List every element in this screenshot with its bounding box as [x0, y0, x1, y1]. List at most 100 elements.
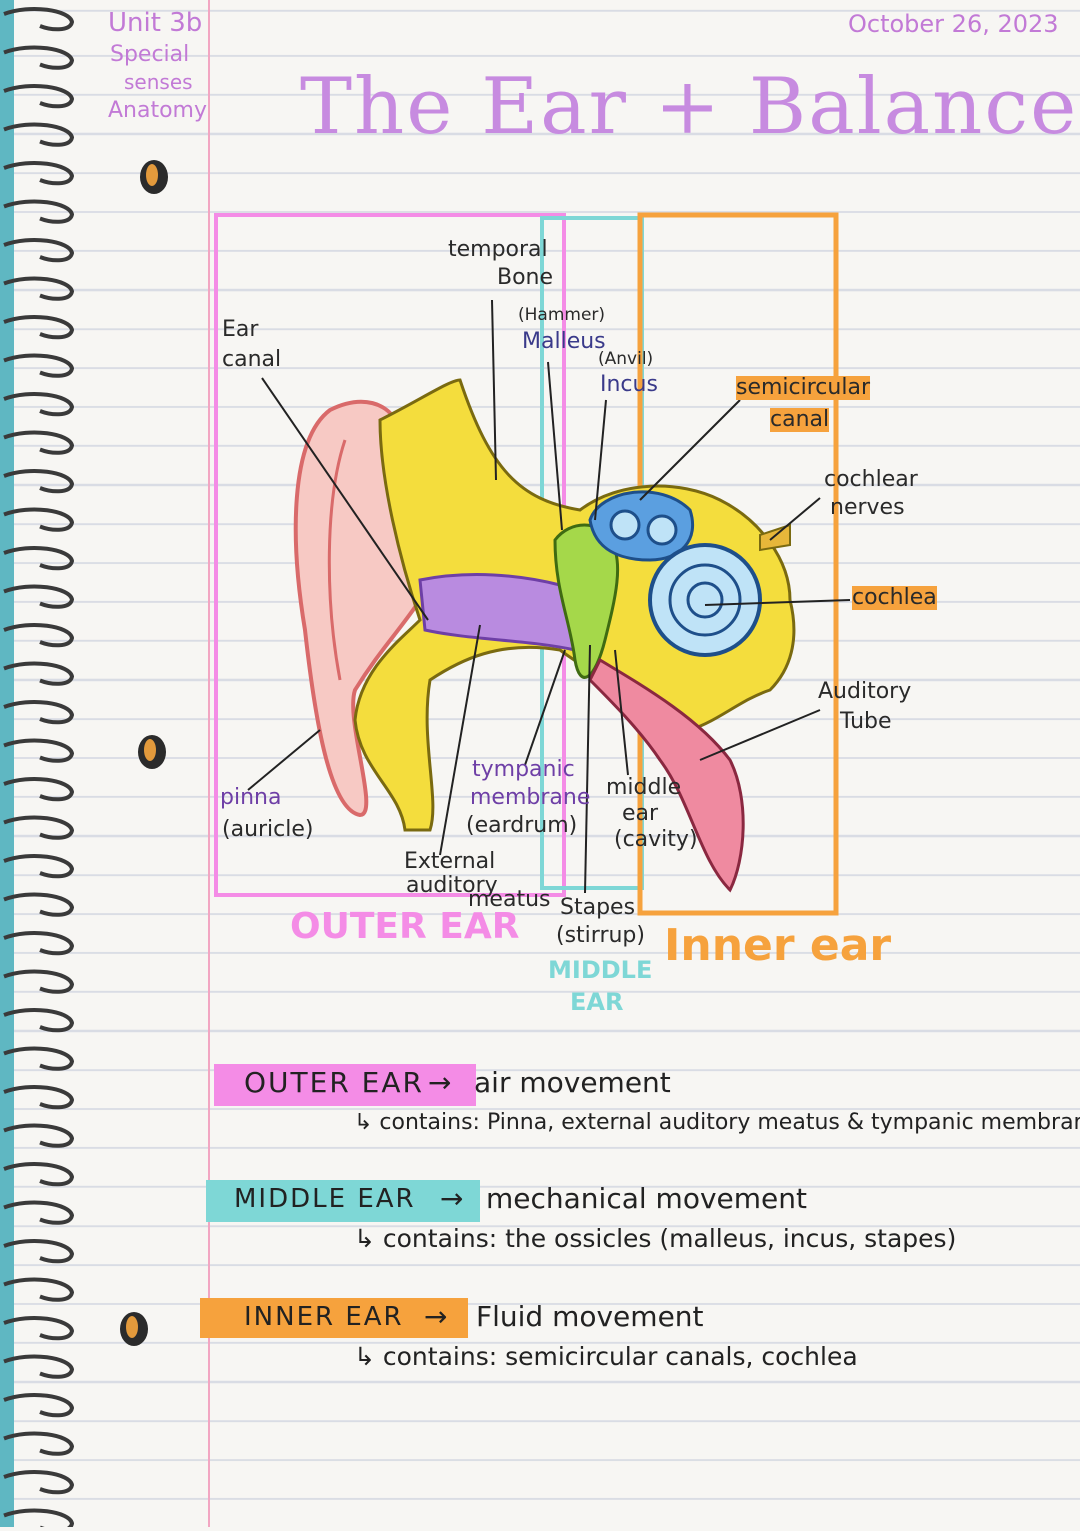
auditory-tube-label-2: Tube: [840, 709, 892, 734]
spiral-coil: [3, 314, 75, 340]
inner-heading: INNER EAR: [244, 1302, 404, 1332]
spiral-coil: [3, 622, 75, 648]
unit-label: Unit 3b: [108, 8, 203, 38]
spiral-coil: [3, 853, 75, 879]
malleus-label: Malleus: [522, 329, 606, 354]
spiral-coil: [3, 1315, 75, 1341]
cochlear-nerves-label-1: cochlear: [824, 467, 918, 492]
spiral-coil: [3, 1161, 75, 1187]
punch-hole: [140, 160, 168, 194]
middle-cavity-label-3: (cavity): [614, 827, 698, 852]
spiral-coil: [3, 776, 75, 802]
punch-hole: [120, 1312, 148, 1346]
spiral-coil: [3, 1084, 75, 1110]
spiral-coil: [3, 83, 75, 109]
incus-label: Incus: [600, 372, 658, 397]
inner-desc: Fluid movement: [476, 1300, 704, 1333]
ear-diagram: [214, 212, 851, 916]
inner-highlight: [200, 1298, 468, 1338]
tympanic-label-1: tympanic: [472, 757, 575, 782]
spiral-binding: [0, 0, 80, 1531]
spiral-coil: [3, 892, 75, 917]
spiral-coil: [3, 199, 75, 224]
spiral-coil: [3, 699, 75, 725]
middle-cavity-label-1: middle: [606, 775, 682, 800]
spiral-coil: [3, 1277, 75, 1302]
spiral-coil: [3, 738, 75, 763]
spiral-coil: [3, 1392, 75, 1418]
pinna-label-2: (auricle): [222, 817, 314, 842]
outer-heading: OUTER EAR: [244, 1066, 424, 1099]
spiral-coil: [3, 1200, 75, 1225]
ear-canal-label-1: Ear: [222, 317, 259, 342]
spiral-coil: [3, 584, 75, 609]
spiral-coil: [3, 1431, 75, 1456]
temporal-bone-label-1: temporal: [448, 237, 548, 262]
outer-contains: ↳ contains: Pinna, external auditory mea…: [354, 1110, 1080, 1135]
tympanic-label-2: membrane: [470, 785, 591, 810]
ear-canal-label-2: canal: [222, 347, 282, 372]
spiral-coil: [3, 353, 75, 378]
external-label-3: meatus: [468, 887, 551, 912]
spiral-coil: [3, 237, 75, 263]
temporal-bone-label-2: Bone: [497, 265, 554, 290]
spiral-coil: [3, 507, 75, 532]
spiral-coil: [3, 6, 75, 32]
spiral-coil: [3, 1123, 75, 1148]
middle-desc: mechanical movement: [486, 1182, 807, 1215]
cochlea-shape: [648, 543, 762, 657]
spiral-coil: [3, 45, 75, 70]
spiral-coil: [3, 1238, 75, 1264]
cochlea-label: cochlea: [852, 585, 937, 610]
outer-desc: air movement: [474, 1066, 671, 1099]
topic-line-2: senses: [124, 70, 193, 94]
auditory-tube-label-1: Auditory: [818, 679, 912, 704]
middle-heading: MIDDLE EAR: [234, 1184, 416, 1214]
topic-line-1: Special: [110, 42, 190, 67]
spiral-coil: [3, 430, 75, 455]
inner-contains: ↳ contains: semicircular canals, cochlea: [354, 1342, 858, 1371]
spiral-coil: [3, 122, 75, 147]
spiral-coil: [3, 969, 75, 994]
external-label-2: auditory: [406, 873, 498, 898]
semicircular-shape: [588, 490, 695, 562]
topic-line-3: Anatomy: [108, 98, 208, 123]
spiral-coil: [3, 1508, 75, 1531]
inner-arrow: →: [424, 1300, 448, 1333]
spiral-coil: [3, 661, 75, 686]
stapes-label-2: (stirrup): [556, 923, 645, 948]
spiral-coil: [3, 1354, 75, 1379]
punch-hole: [138, 735, 166, 769]
hammer-label: (Hammer): [518, 305, 606, 325]
spiral-coil: [3, 545, 75, 571]
stapes-label-1: Stapes: [560, 895, 636, 920]
outer-highlight: [214, 1064, 476, 1106]
spiral-coil: [3, 930, 75, 956]
middle-ear-region-label-1: MIDDLE: [548, 956, 653, 984]
margin-line: [208, 0, 210, 1527]
spiral-coil: [3, 276, 75, 301]
semicircular-label-2: canal: [770, 407, 830, 432]
page-title: The Ear + Balance: [300, 62, 1079, 152]
outer-arrow: →: [428, 1066, 452, 1099]
external-label-1: External: [404, 849, 496, 874]
auditory-tube-shape: [588, 657, 745, 893]
date: October 26, 2023: [848, 10, 1059, 38]
spiral-coil: [3, 391, 75, 417]
middle-ear-region-label-2: EAR: [570, 988, 624, 1016]
tympanic-label-3: (eardrum): [466, 813, 578, 838]
spiral-coils: [0, 0, 75, 1531]
middle-contains: ↳ contains: the ossicles (malleus, incus…: [354, 1224, 957, 1253]
outer-ear-region-label: OUTER EAR: [290, 906, 520, 947]
spiral-coil: [3, 1007, 75, 1033]
inner-ear-region-label: Inner ear: [664, 920, 892, 971]
spiral-coil: [3, 1469, 75, 1495]
semicircular-label-1: semicircular: [736, 375, 870, 400]
spiral-coil: [3, 160, 75, 186]
middle-highlight: [206, 1180, 480, 1222]
middle-arrow: →: [440, 1182, 464, 1215]
pinna-label-1: pinna: [220, 785, 282, 810]
cochlear-nerves-label-2: nerves: [830, 495, 905, 520]
spiral-coil: [3, 1046, 75, 1071]
middle-cavity-label-2: ear: [622, 801, 659, 826]
